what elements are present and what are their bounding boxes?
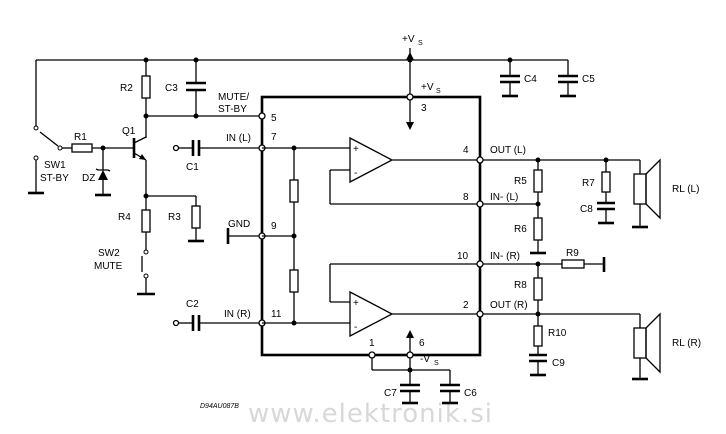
output-network-right: R8 R10 C9 (483, 264, 640, 377)
in-minus-r-label: IN- (R) (490, 251, 520, 262)
st-by-label: ST-BY (40, 173, 69, 184)
vs-neg-sub: S (434, 360, 439, 367)
pin-9: 9 (271, 221, 277, 232)
pin-10: 10 (457, 251, 469, 262)
r4-label: R4 (118, 212, 131, 223)
zener-dz: DZ (82, 148, 111, 197)
c7-label: C7 (384, 388, 397, 399)
opamp-right: + - (329, 263, 480, 338)
pin-3: 3 (421, 103, 427, 114)
input-right: C2 IN (R) 11 (172, 299, 282, 331)
negative-supply-network: 1 6 -V S C7 C6 (368, 330, 477, 405)
speaker-left: RL (L) (632, 158, 699, 229)
pin-2: 2 (463, 300, 469, 311)
opamp-right-minus: - (354, 322, 357, 333)
c5-label: C5 (582, 74, 595, 85)
internal-bias-network (262, 145, 350, 326)
opamp-right-plus: + (353, 298, 359, 309)
c6-label: C6 (464, 388, 477, 399)
r5-label: R5 (514, 176, 527, 187)
c4-label: C4 (524, 74, 537, 85)
drawing-code: D94AU087B (200, 403, 239, 410)
vs-pin-sub: S (436, 88, 441, 95)
vs-top-label: +V (402, 34, 415, 45)
in-minus-l-label: IN- (L) (490, 192, 518, 203)
ground-pin: GND 9 (226, 219, 277, 244)
in-l-label: IN (L) (226, 133, 251, 144)
out-l-label: OUT (L) (490, 145, 526, 156)
r9-label: R9 (566, 248, 579, 259)
c8-label: C8 (580, 204, 593, 215)
gnd-label: GND (228, 219, 250, 230)
transistor-q1: Q1 (122, 126, 147, 210)
c9-label: C9 (552, 358, 565, 369)
out-r-label: OUT (R) (490, 300, 528, 311)
sw1-label: SW1 (44, 160, 66, 171)
resistor-r4: R4 (118, 209, 151, 250)
rl-l-label: RL (L) (672, 184, 699, 195)
c1-label: C1 (186, 162, 199, 173)
vs-neg-label: -V (420, 354, 430, 365)
pin-1: 1 (369, 338, 375, 349)
opamp-left-plus: + (353, 144, 359, 155)
pin-8: 8 (463, 192, 469, 203)
c3-label: C3 (165, 83, 178, 94)
mute-stby-label: MUTE/ (218, 92, 249, 103)
resistor-r3: R3 (143, 193, 204, 243)
r7-label: R7 (582, 178, 595, 189)
in-r-label: IN (R) (224, 309, 251, 320)
supply-rail-top: +V S +V S 3 (36, 34, 568, 130)
pin-11: 11 (271, 309, 282, 320)
output-network-left: R5 R6 R7 C8 (483, 157, 640, 255)
switch-sw1: SW1 ST-BY (28, 60, 69, 195)
capacitor-c3: C3 (165, 57, 206, 116)
resistor-r9: R9 (483, 248, 606, 272)
mute-stby-label-2: ST-BY (218, 104, 247, 115)
r8-label: R8 (514, 280, 527, 291)
r2-label: R2 (120, 83, 133, 94)
r10-label: R10 (548, 328, 567, 339)
pin-6: 6 (419, 338, 425, 349)
opamp-left-minus: - (354, 168, 357, 179)
mute-stby-net: MUTE/ ST-BY 5 (146, 92, 277, 124)
sw2-label: SW2 (98, 248, 120, 259)
pin-7: 7 (271, 132, 277, 143)
pin-4: 4 (463, 145, 469, 156)
r1-label: R1 (74, 132, 87, 143)
opamp-left: + - (329, 136, 480, 205)
capacitor-c4: C4 (500, 57, 537, 98)
c2-label: C2 (186, 299, 199, 310)
q1-label: Q1 (122, 126, 136, 137)
capacitor-c5: C5 (558, 60, 595, 98)
ic-package (260, 95, 482, 357)
r6-label: R6 (514, 224, 527, 235)
vs-pin-label: +V (421, 82, 434, 93)
dz-label: DZ (82, 173, 95, 184)
mute-label: MUTE (94, 261, 123, 272)
r3-label: R3 (168, 212, 181, 223)
input-left: C1 IN (L) 7 (172, 132, 277, 173)
switch-sw2: SW2 MUTE (94, 248, 155, 296)
pin-5: 5 (271, 113, 277, 124)
speaker-right: RL (R) (632, 312, 701, 381)
vs-top-sub: S (418, 40, 423, 47)
rl-r-label: RL (R) (672, 338, 701, 349)
